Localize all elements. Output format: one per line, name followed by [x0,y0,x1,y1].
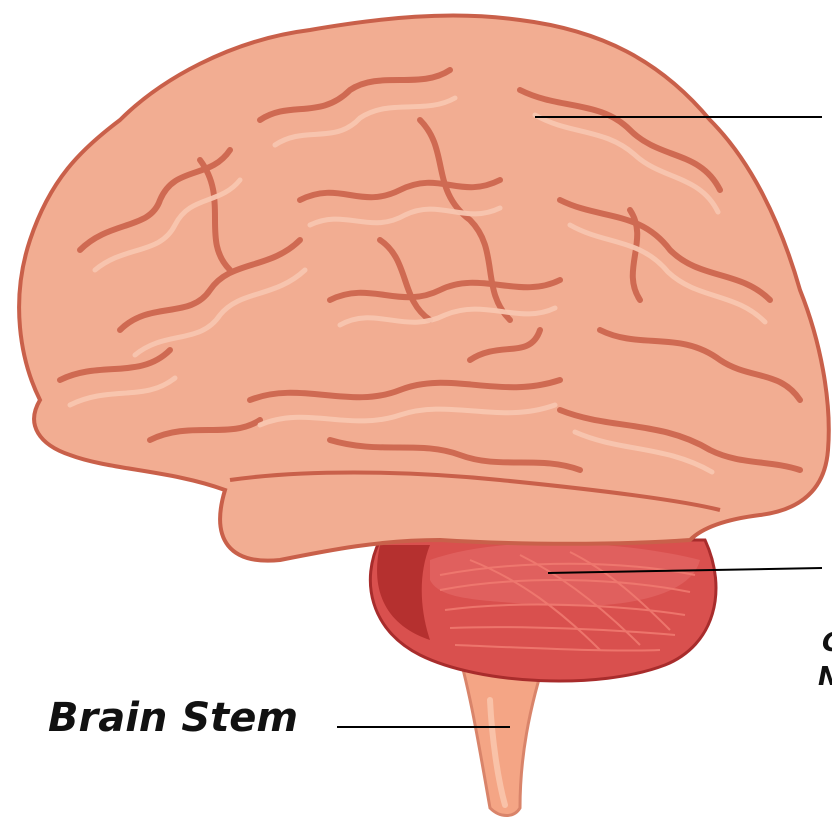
cerebellum-illustration [370,540,716,681]
cerebellum-label-partial-line-1: C [822,628,832,658]
cerebrum-illustration [19,15,829,560]
cerebellum-label-partial-line-2: N [818,662,832,692]
brain-stem-label: Brain Stem [48,695,298,741]
